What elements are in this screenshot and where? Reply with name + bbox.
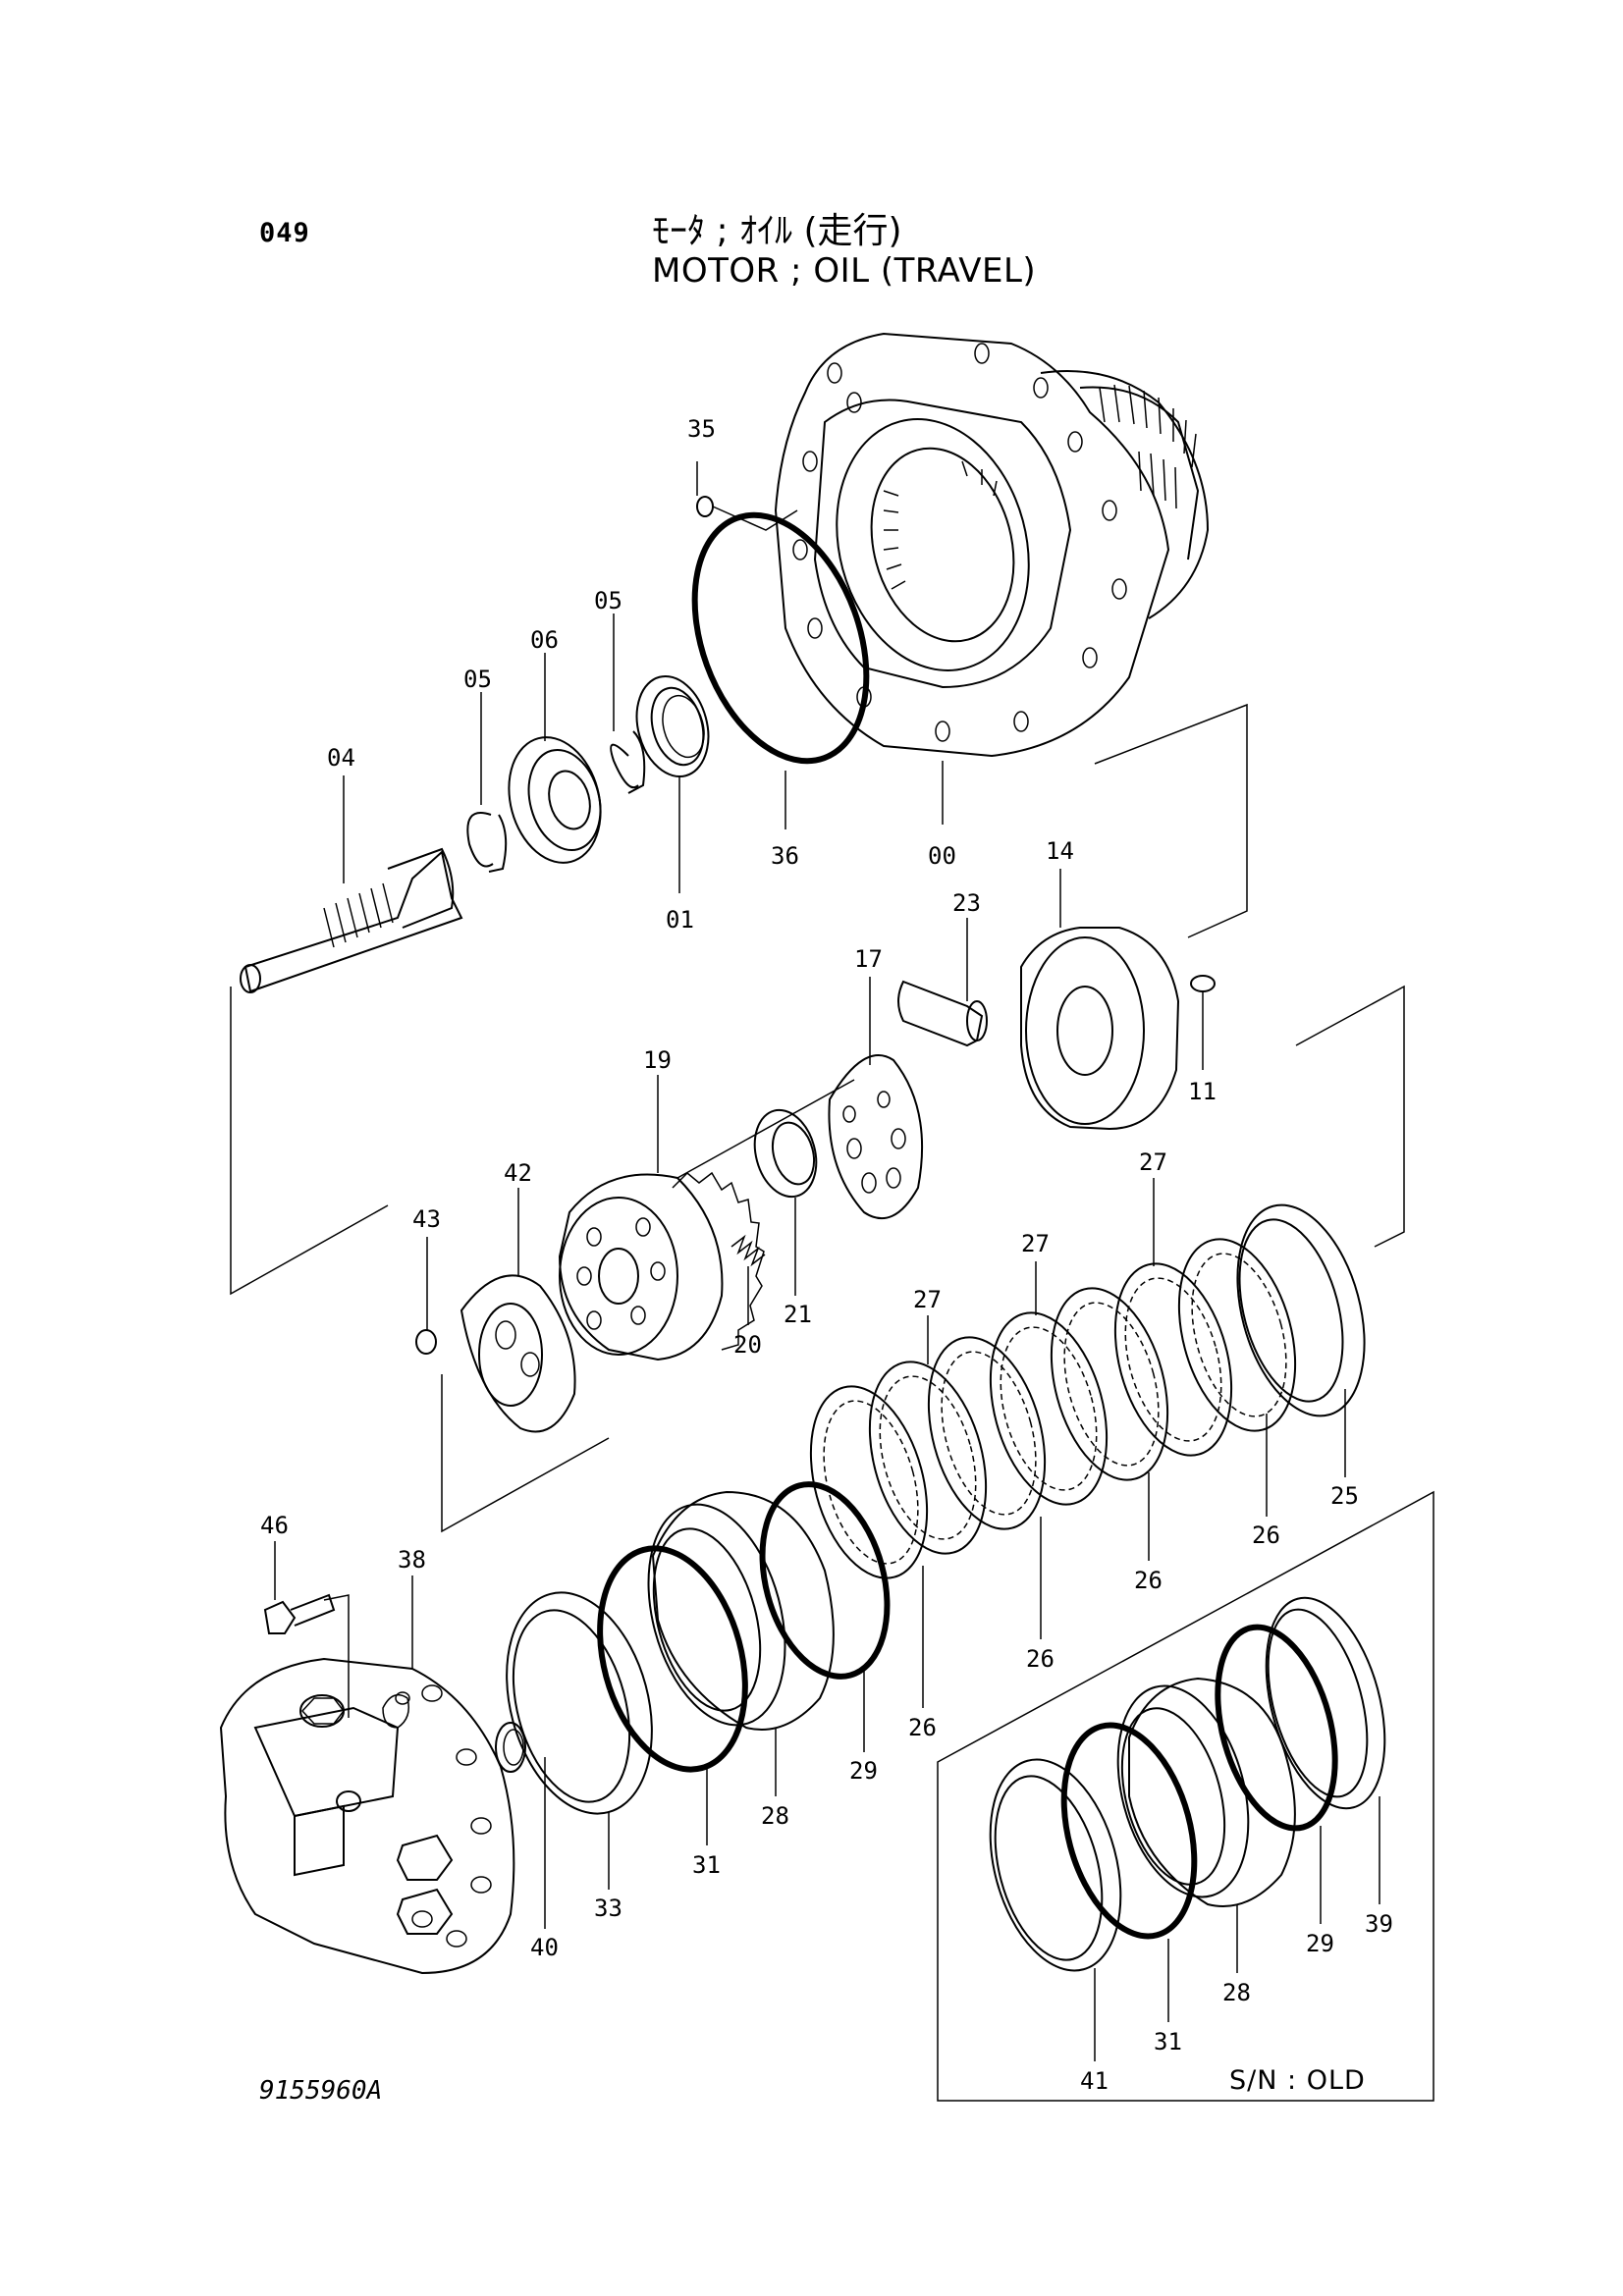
drawing-number: 9155960A <box>259 2076 383 2106</box>
callout-36: 36 <box>771 842 799 870</box>
callout-28: 28 <box>761 1802 789 1830</box>
oil-seal-part <box>635 674 710 893</box>
friction-plate-set <box>809 1178 1366 1708</box>
callout-29: 29 <box>1306 1930 1334 1957</box>
callout-01: 01 <box>666 906 694 934</box>
housing-part <box>774 332 1210 825</box>
callout-39: 39 <box>1365 1910 1393 1938</box>
callout-25: 25 <box>1330 1482 1359 1510</box>
callout-21: 21 <box>784 1301 812 1328</box>
bolt-part <box>263 1541 336 1634</box>
callout-27: 27 <box>913 1286 942 1313</box>
bearing-part <box>508 653 602 864</box>
spring-part <box>730 1234 766 1325</box>
title-japanese: ﾓｰﾀ ; ｵｲﾙ (走行) <box>652 211 902 251</box>
title-english: MOTOR ; OIL (TRAVEL) <box>652 251 1037 291</box>
o-ring-part <box>597 1545 748 1773</box>
callout-05: 05 <box>463 666 492 693</box>
callout-42: 42 <box>504 1159 532 1187</box>
piston-part <box>647 1490 835 1796</box>
valve-cover-part <box>219 1575 515 1975</box>
snap-ring-part <box>610 730 646 794</box>
callout-28: 28 <box>1222 1979 1251 2006</box>
callout-43: 43 <box>412 1205 441 1233</box>
pin-part <box>415 1237 437 1355</box>
callout-41: 41 <box>1080 2067 1109 2095</box>
callout-00: 00 <box>928 842 956 870</box>
callout-19: 19 <box>643 1046 672 1074</box>
callout-04: 04 <box>327 744 355 772</box>
cylinder-block-part <box>558 1075 765 1362</box>
callout-17: 17 <box>854 945 883 973</box>
callout-11: 11 <box>1188 1078 1217 1105</box>
callout-14: 14 <box>1046 837 1074 865</box>
callout-35: 35 <box>687 415 716 443</box>
callout-06: 06 <box>530 626 559 654</box>
callout-26: 26 <box>1134 1567 1163 1594</box>
shaft-part <box>240 775 463 993</box>
callout-26: 26 <box>908 1714 937 1741</box>
callout-46: 46 <box>260 1512 289 1539</box>
valve-part <box>897 918 988 1047</box>
retainer-plate-part <box>460 1188 576 1433</box>
callout-29: 29 <box>849 1757 878 1785</box>
page-number: 049 <box>259 218 310 248</box>
inset-label: S/N : OLD <box>1229 2065 1366 2096</box>
callout-26: 26 <box>1252 1522 1280 1549</box>
ring-part <box>506 1591 653 1890</box>
callout-labels: 35 05 06 05 04 36 00 01 14 23 17 19 11 4… <box>260 415 1393 2096</box>
callout-40: 40 <box>530 1934 559 1961</box>
callout-38: 38 <box>398 1546 426 1574</box>
callout-27: 27 <box>1021 1230 1050 1257</box>
callout-05: 05 <box>594 587 622 614</box>
bearing-part <box>495 1722 546 1929</box>
callout-20: 20 <box>733 1331 762 1359</box>
o-ring-part <box>691 511 870 765</box>
callout-31: 31 <box>1154 2028 1182 2056</box>
callout-23: 23 <box>952 889 981 917</box>
valve-plate-part <box>828 977 924 1220</box>
inset-old-serial <box>937 1490 1434 2102</box>
needle-bearing-part <box>753 1108 818 1296</box>
plug-part <box>696 461 798 531</box>
snap-ring-part <box>466 812 508 873</box>
cylinder-part <box>1020 869 1180 1131</box>
callout-27: 27 <box>1139 1148 1167 1176</box>
callout-31: 31 <box>692 1851 721 1879</box>
o-ring-part <box>759 1481 891 1680</box>
pin-part <box>1190 975 1216 1070</box>
callout-33: 33 <box>594 1895 622 1922</box>
callout-26: 26 <box>1026 1645 1055 1673</box>
